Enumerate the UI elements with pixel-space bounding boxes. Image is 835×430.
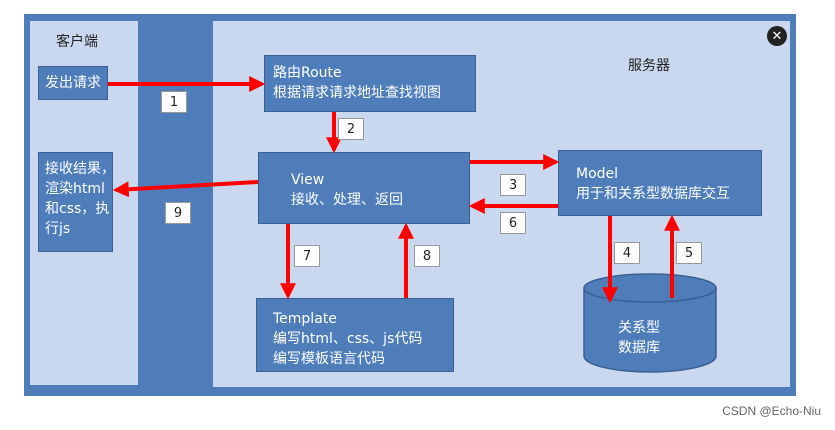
step-7-label: 7 [294, 245, 320, 267]
database-label: 关系型 数据库 [618, 318, 660, 358]
template-desc-1: 编写html、css、js代码 [273, 331, 423, 347]
close-icon[interactable]: ✕ [767, 26, 787, 46]
step-5-label: 5 [676, 242, 702, 264]
database-line-2: 数据库 [618, 340, 660, 356]
model-desc: 用于和关系型数据库交互 [576, 186, 730, 202]
template-desc-2: 编写模板语言代码 [273, 351, 385, 367]
route-desc: 根据请求请求地址查找视图 [273, 85, 441, 101]
receive-line-4: 行js [45, 221, 71, 237]
receive-result-box: 接收结果， 渲染html 和css，执 行js [38, 152, 115, 252]
route-title: 路由Route [273, 65, 342, 81]
step-2-label: 2 [338, 118, 364, 140]
receive-line-3: 和css，执 [45, 201, 110, 217]
template-title: Template [273, 311, 337, 327]
send-request-box: 发出请求 [38, 66, 108, 100]
view-desc: 接收、处理、返回 [291, 192, 403, 208]
step-8-label: 8 [414, 245, 440, 267]
arrow-9 [112, 180, 259, 198]
receive-line-1: 接收结果， [45, 161, 115, 177]
model-box: Model 用于和关系型数据库交互 [558, 150, 762, 216]
template-box: Template 编写html、css、js代码 编写模板语言代码 [256, 298, 454, 372]
server-title: 服务器 [628, 58, 670, 74]
send-request-label: 发出请求 [45, 75, 101, 91]
model-title: Model [576, 166, 619, 182]
view-title: View [291, 172, 325, 188]
client-title: 客户端 [56, 34, 98, 50]
step-1-label: 1 [161, 91, 187, 113]
route-box: 路由Route 根据请求请求地址查找视图 [264, 55, 476, 112]
step-4-label: 4 [614, 242, 640, 264]
database-cylinder [583, 273, 717, 373]
database-line-1: 关系型 [618, 320, 660, 336]
step-6-label: 6 [500, 212, 526, 234]
view-box: View 接收、处理、返回 [258, 152, 470, 224]
step-3-label: 3 [500, 174, 526, 196]
watermark: CSDN @Echo-Niu [722, 404, 821, 418]
receive-line-2: 渲染html [45, 181, 105, 197]
step-9-label: 9 [165, 202, 191, 224]
